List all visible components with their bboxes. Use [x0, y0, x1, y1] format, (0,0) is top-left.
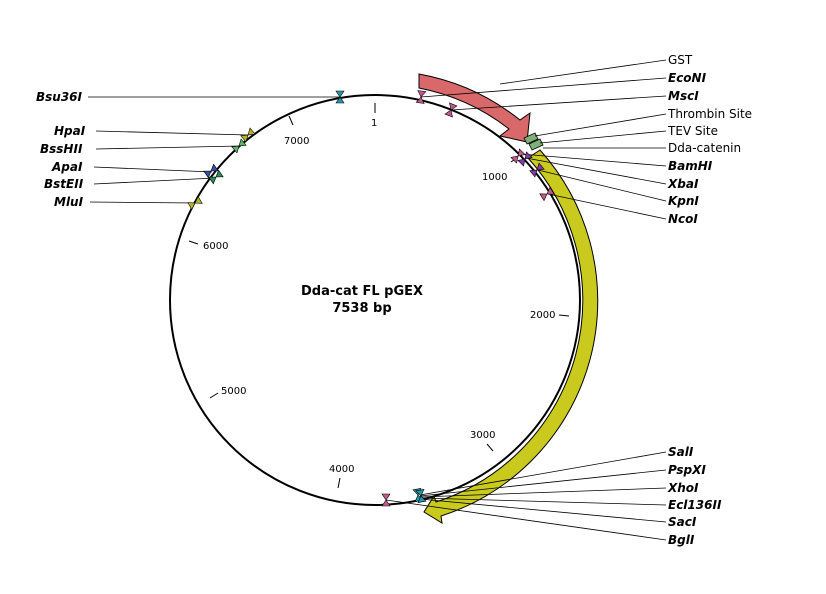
site-marker-bamhi	[510, 148, 526, 164]
site-marker-mlui	[187, 195, 203, 211]
site-label-xbai: XbaI	[667, 177, 699, 191]
site-marker-xbai	[517, 151, 533, 167]
tick-mark-2000	[558, 314, 570, 317]
site-label-apai: ApaI	[51, 160, 83, 174]
site-label-xhoi: XhoI	[667, 481, 699, 495]
tick-label-1000: 1000	[482, 172, 507, 183]
site-label-ecl136ii: Ecl136II	[668, 498, 722, 512]
tick-label-7000: 7000	[284, 136, 309, 147]
dda-catenin-feature-arrow	[423, 149, 599, 524]
tick-mark-5000	[209, 392, 219, 399]
feature-label-dda-catenin: Dda-catenin	[668, 141, 741, 155]
site-label-saci: SacI	[668, 515, 697, 529]
site-marker-ncoi	[539, 186, 555, 202]
tick-label-3000: 3000	[470, 430, 495, 441]
tick-label-6000: 6000	[203, 241, 228, 252]
feature-label-tev-site: TEV Site	[667, 124, 718, 138]
site-marker-bsshii	[231, 138, 247, 154]
tick-label-2000: 2000	[530, 310, 555, 321]
site-label-mlui: MluI	[54, 195, 84, 209]
plasmid-backbone	[169, 94, 581, 506]
thrombin-site-feature	[523, 132, 539, 145]
site-marker-hpai	[240, 127, 256, 143]
site-marker-apai	[203, 163, 219, 179]
tick-label-4000: 4000	[329, 464, 354, 475]
feature-label-gst: GST	[668, 53, 693, 67]
site-marker-xhoi	[415, 489, 427, 503]
site-marker-econi	[415, 90, 427, 104]
site-label-kpni: KpnI	[668, 194, 699, 208]
site-label-bamhi: BamHI	[668, 159, 713, 173]
tick-mark-7000	[288, 115, 294, 126]
site-label-pspxi: PspXI	[668, 463, 706, 477]
site-label-bgli: BglI	[668, 533, 695, 547]
site-label-hpai: HpaI	[54, 124, 86, 138]
site-label-econi: EcoNI	[668, 71, 707, 85]
plasmid-name: Dda-cat FL pGEX	[301, 284, 423, 299]
site-label-bsteii: BstEII	[44, 177, 84, 191]
site-label-bsu36i: Bsu36I	[36, 90, 83, 104]
right-mid-leaders	[520, 153, 667, 220]
tick-mark-6000	[188, 240, 199, 245]
gst-feature-arrow	[418, 73, 531, 143]
site-label-ncoi: NcoI	[668, 212, 698, 226]
site-marker-bgli	[381, 493, 391, 507]
plasmid-size: 7538 bp	[332, 301, 391, 316]
right-top-leaders	[420, 59, 667, 149]
tick-label-1: 1	[371, 118, 377, 129]
tick-mark-4000	[337, 477, 341, 489]
site-marker-bsu36i	[335, 90, 345, 104]
feature-label-thrombin-site: Thrombin Site	[667, 107, 752, 121]
site-label-sali: SalI	[668, 445, 694, 459]
site-label-msci: MscI	[668, 89, 699, 103]
left-leaders	[88, 96, 340, 204]
position-ticks: 1 1000 2000 3000 4000 5000 6000 7000	[188, 103, 570, 489]
tick-mark-3000	[486, 443, 494, 452]
site-label-bsshii: BssHII	[40, 142, 83, 156]
right-bottom-leaders	[385, 451, 667, 541]
site-marker-msci	[444, 102, 458, 118]
tev-site-feature	[528, 138, 544, 151]
site-marker-bsteii	[208, 169, 224, 185]
tick-label-5000: 5000	[221, 386, 246, 397]
site-marker-kpni	[529, 162, 545, 178]
